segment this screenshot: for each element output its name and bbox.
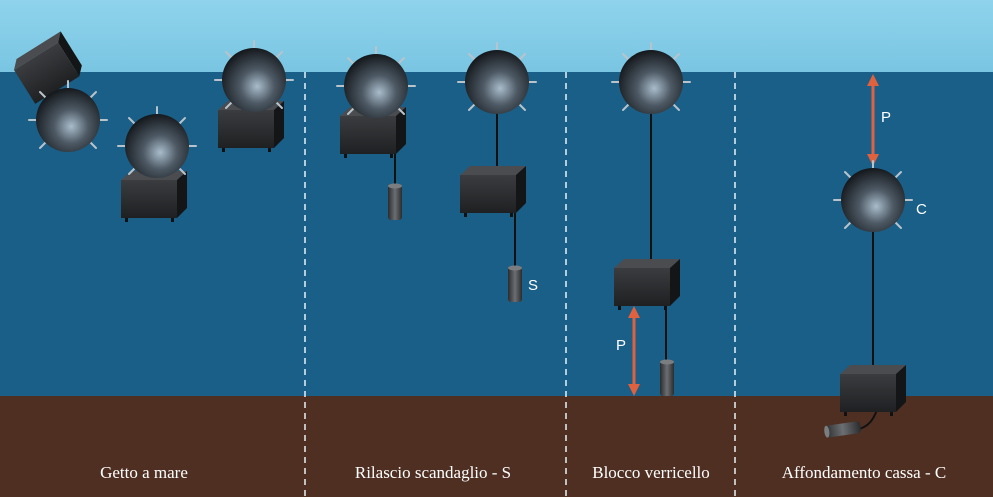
stage-dividers [304, 72, 736, 497]
caption-blocco-verricello: Blocco verricello [592, 463, 710, 482]
stage1-falling-mine [14, 31, 108, 153]
stage3-mine [611, 42, 691, 396]
label-depth-stage4: P [881, 109, 891, 126]
caption-getto-a-mare: Getto a mare [100, 463, 188, 482]
caption-affondamento-cassa: Affondamento cassa - C [782, 463, 946, 482]
stage2-mine-a [336, 46, 416, 220]
seabed [0, 396, 993, 497]
stage4-mine [824, 160, 913, 438]
label-depth-stage3: P [616, 337, 626, 354]
label-sinker: S [528, 277, 538, 294]
caption-rilascio-scandaglio: Rilascio scandaglio - S [355, 463, 511, 482]
stage2-mine-b [457, 42, 537, 302]
label-case: C [916, 201, 927, 218]
stage3-depth-arrow [628, 306, 640, 396]
